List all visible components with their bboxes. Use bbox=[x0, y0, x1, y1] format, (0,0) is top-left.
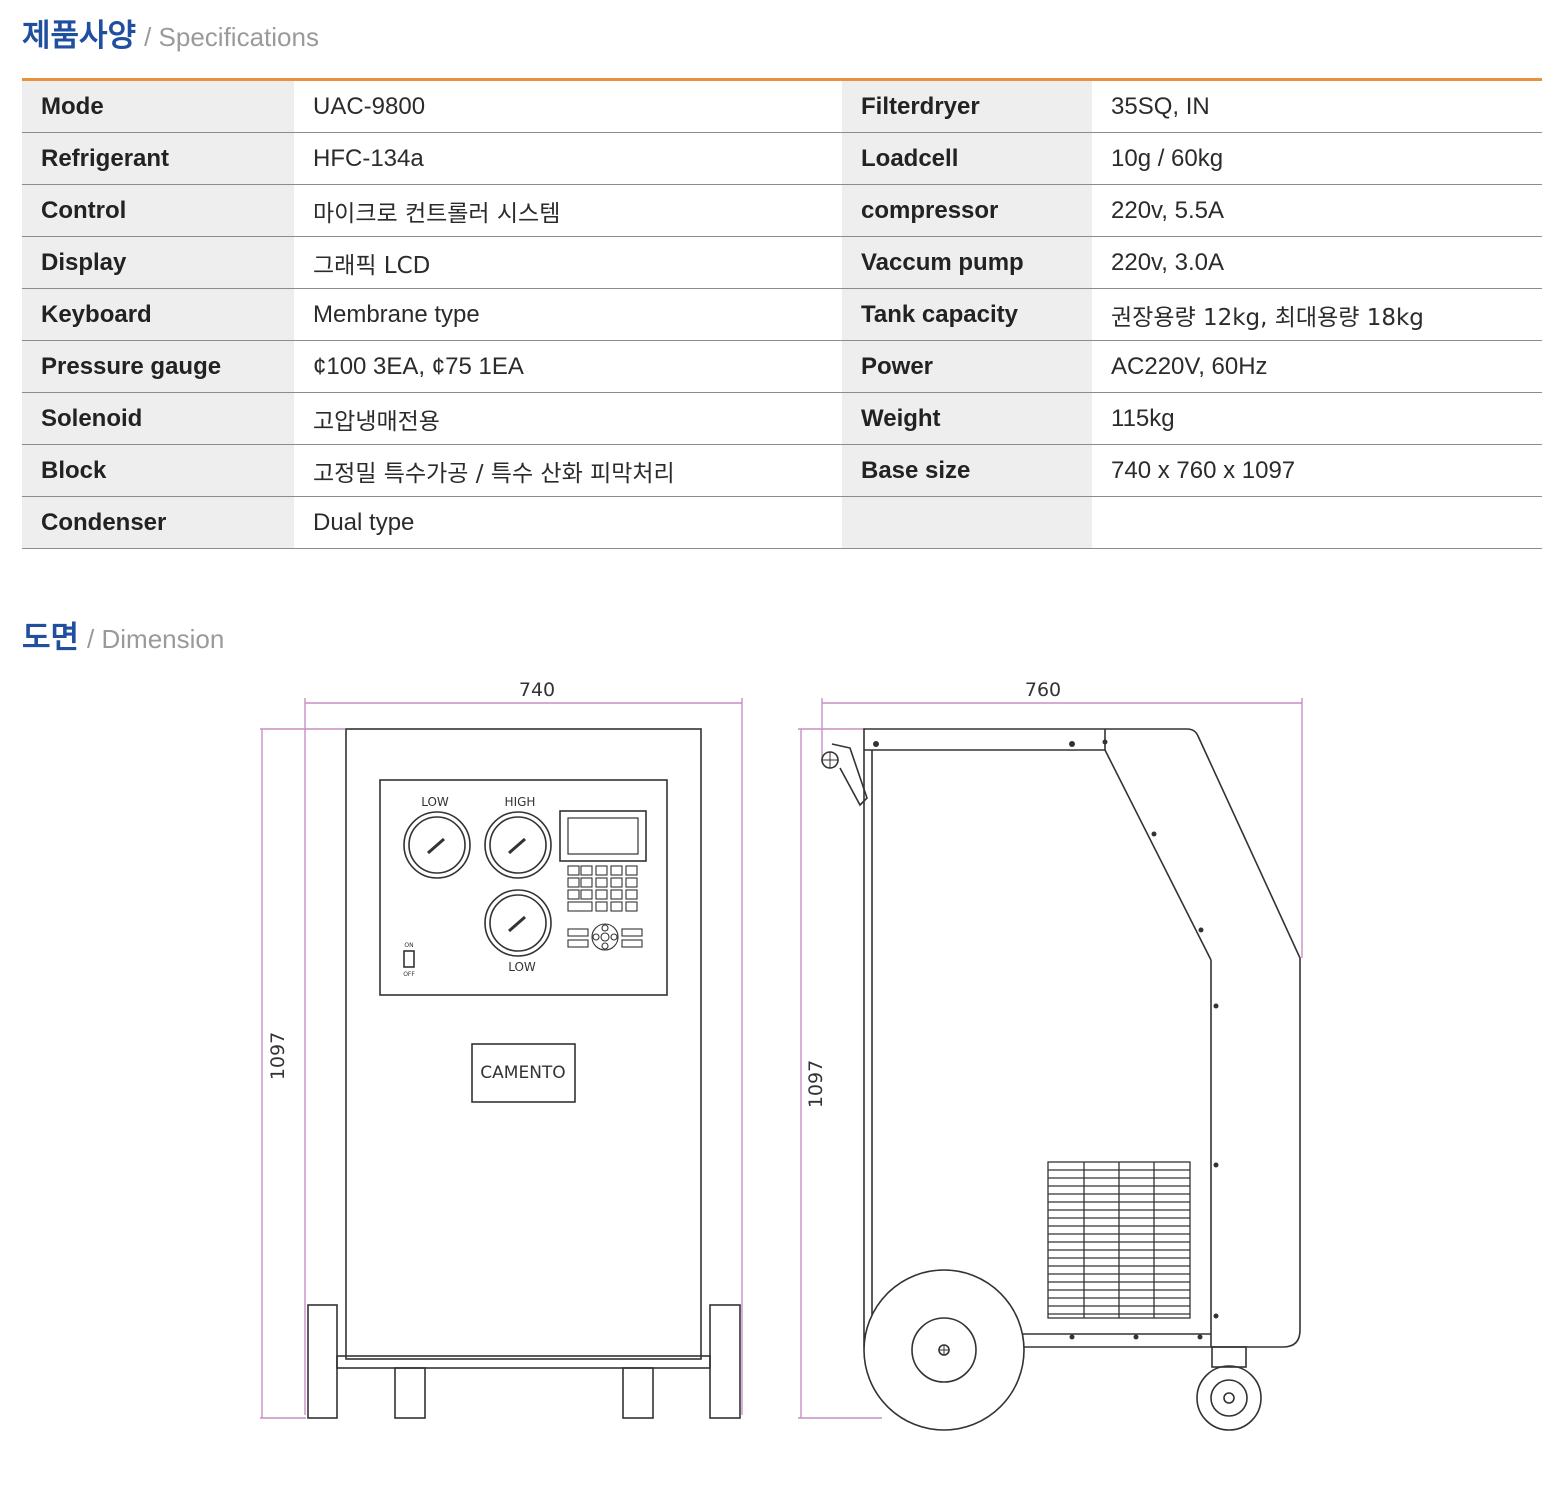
spec-value: 220v, 5.5A bbox=[1092, 184, 1542, 237]
pressure-gauges bbox=[403, 811, 552, 957]
spec-value: UAC-9800 bbox=[294, 79, 842, 133]
spec-value: 35SQ, IN bbox=[1092, 79, 1542, 133]
spec-label: Display bbox=[22, 236, 294, 289]
front-base-bar bbox=[336, 1355, 711, 1369]
keypad bbox=[567, 865, 643, 951]
gauge-low2-label: LOW bbox=[508, 960, 536, 974]
specifications-title-ko: 제품사양 bbox=[22, 18, 137, 54]
front-right-foot bbox=[622, 1367, 654, 1419]
dimension-title-ko: 도면 bbox=[22, 620, 80, 656]
table-row: Pressure gauge ¢100 3EA, ¢75 1EA Power A… bbox=[22, 340, 1542, 393]
brand-label: CAMENTO bbox=[480, 1063, 565, 1083]
specifications-title-en: / Specifications bbox=[144, 22, 319, 52]
vent-grille bbox=[1047, 1161, 1191, 1319]
brand-plate bbox=[471, 1043, 576, 1103]
side-body bbox=[863, 728, 1301, 1348]
spec-label: Power bbox=[842, 340, 1092, 393]
spec-value: AC220V, 60Hz bbox=[1092, 340, 1542, 393]
spec-value: 고압냉매전용 bbox=[294, 392, 842, 445]
spec-label: Pressure gauge bbox=[22, 340, 294, 393]
screws bbox=[873, 739, 1219, 1340]
spec-label: Refrigerant bbox=[22, 132, 294, 185]
spec-label bbox=[842, 496, 1092, 549]
front-right-wheel bbox=[709, 1304, 741, 1419]
specifications-table: Mode UAC-9800 Filterdryer 35SQ, IN Refri… bbox=[22, 78, 1542, 549]
spec-value: 220v, 3.0A bbox=[1092, 236, 1542, 289]
dimension-heading: 도면 / Dimension bbox=[22, 612, 224, 657]
table-row: Refrigerant HFC-134a Loadcell 10g / 60kg bbox=[22, 132, 1542, 185]
spec-value: 그래픽 LCD bbox=[294, 236, 842, 289]
spec-value: 고정밀 특수가공 / 특수 산화 피막처리 bbox=[294, 444, 842, 497]
switch-on-label: ON bbox=[404, 942, 413, 949]
spec-label: compressor bbox=[842, 184, 1092, 237]
front-caster bbox=[1196, 1346, 1262, 1431]
spec-label: Base size bbox=[842, 444, 1092, 497]
gauge-low-label: LOW bbox=[421, 795, 449, 809]
spec-value: 740 x 760 x 1097 bbox=[1092, 444, 1542, 497]
spec-value: HFC-134a bbox=[294, 132, 842, 185]
table-row: Control 마이크로 컨트롤러 시스템 compressor 220v, 5… bbox=[22, 184, 1542, 237]
front-height-label: 1097 bbox=[267, 1032, 289, 1080]
spec-value: Membrane type bbox=[294, 288, 842, 341]
table-row: Solenoid 고압냉매전용 Weight 115kg bbox=[22, 392, 1542, 445]
spec-label: Solenoid bbox=[22, 392, 294, 445]
table-row: Block 고정밀 특수가공 / 특수 산화 피막처리 Base size 74… bbox=[22, 444, 1542, 497]
table-row: Display 그래픽 LCD Vaccum pump 220v, 3.0A bbox=[22, 236, 1542, 289]
spec-label: Condenser bbox=[22, 496, 294, 549]
table-row: Condenser Dual type bbox=[22, 496, 1542, 549]
side-width-label: 760 bbox=[1025, 679, 1061, 701]
table-row: Mode UAC-9800 Filterdryer 35SQ, IN bbox=[22, 79, 1542, 133]
lcd-screen bbox=[559, 810, 647, 862]
specifications-heading: 제품사양 / Specifications bbox=[22, 10, 319, 55]
spec-label: Weight bbox=[842, 392, 1092, 445]
front-view: 740 1097 LOW HIGH LOW ON OFF bbox=[260, 679, 743, 1419]
dimension-drawing: 740 1097 LOW HIGH LOW ON OFF bbox=[250, 670, 1320, 1445]
spec-label: Vaccum pump bbox=[842, 236, 1092, 289]
spec-label: Loadcell bbox=[842, 132, 1092, 185]
front-width-label: 740 bbox=[519, 679, 555, 701]
spec-value: ¢100 3EA, ¢75 1EA bbox=[294, 340, 842, 393]
rear-wheel bbox=[863, 1269, 1025, 1431]
spec-value: 10g / 60kg bbox=[1092, 132, 1542, 185]
table-row: Keyboard Membrane type Tank capacity 권장용… bbox=[22, 288, 1542, 341]
front-left-wheel bbox=[307, 1304, 338, 1419]
dimension-title-en: / Dimension bbox=[87, 624, 225, 654]
gauge-high-label: HIGH bbox=[505, 795, 536, 809]
side-height-label: 1097 bbox=[805, 1060, 827, 1108]
front-left-foot bbox=[394, 1367, 426, 1419]
front-body bbox=[345, 728, 702, 1360]
spec-label: Tank capacity bbox=[842, 288, 1092, 341]
spec-value: 115kg bbox=[1092, 392, 1542, 445]
spec-label: Keyboard bbox=[22, 288, 294, 341]
spec-value: 마이크로 컨트롤러 시스템 bbox=[294, 184, 842, 237]
front-dimension-lines bbox=[260, 698, 743, 1419]
side-view: 760 1097 bbox=[798, 679, 1303, 1431]
spec-label: Block bbox=[22, 444, 294, 497]
control-panel bbox=[379, 779, 668, 996]
spec-value bbox=[1092, 496, 1542, 549]
side-dimension-lines bbox=[798, 698, 1303, 1419]
spec-label: Control bbox=[22, 184, 294, 237]
spec-value: 권장용량 12kg, 최대용량 18kg bbox=[1092, 288, 1542, 341]
spec-label: Filterdryer bbox=[842, 79, 1092, 133]
handle-bracket bbox=[821, 743, 868, 807]
spec-label: Mode bbox=[22, 79, 294, 133]
switch-off-label: OFF bbox=[403, 971, 415, 978]
spec-value: Dual type bbox=[294, 496, 842, 549]
power-switch bbox=[403, 950, 415, 968]
